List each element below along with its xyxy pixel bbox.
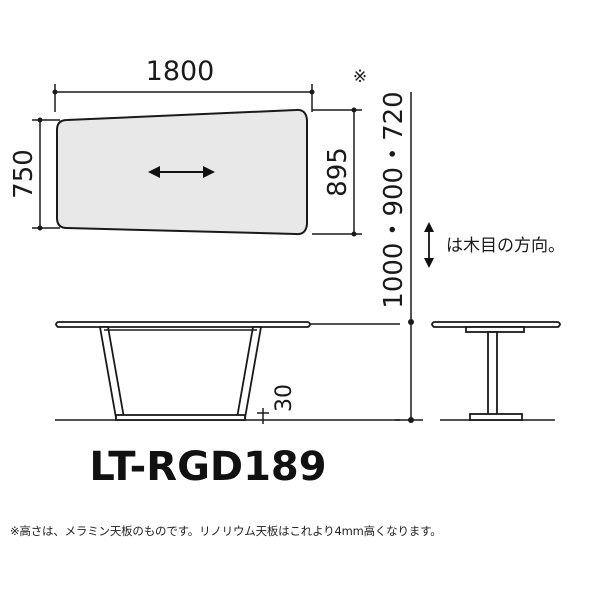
height-note-mark: ※ [353,67,367,87]
height-options-label: 1000・900・720 [379,91,409,308]
grain-legend-arrow [424,222,434,268]
footnote: ※高さは、メラミン天板のものです。リノリウム天板はこれより4mm高くなります。 [10,524,442,538]
left-depth-label: 750 [9,149,39,199]
front-view [55,321,400,421]
clearance-label: 30 [272,384,297,412]
width-dimension [52,84,315,112]
grain-direction-arrow [148,166,215,178]
right-depth-dimension [312,107,362,237]
side-view [431,321,561,421]
grain-legend-label: は木目の方向。 [446,236,565,256]
width-label: 1800 [146,56,215,87]
model-name: LT-RGD189 [89,444,326,490]
right-depth-label: 895 [323,147,353,197]
left-depth-dimension [32,117,60,231]
clearance-dimension [257,408,269,424]
